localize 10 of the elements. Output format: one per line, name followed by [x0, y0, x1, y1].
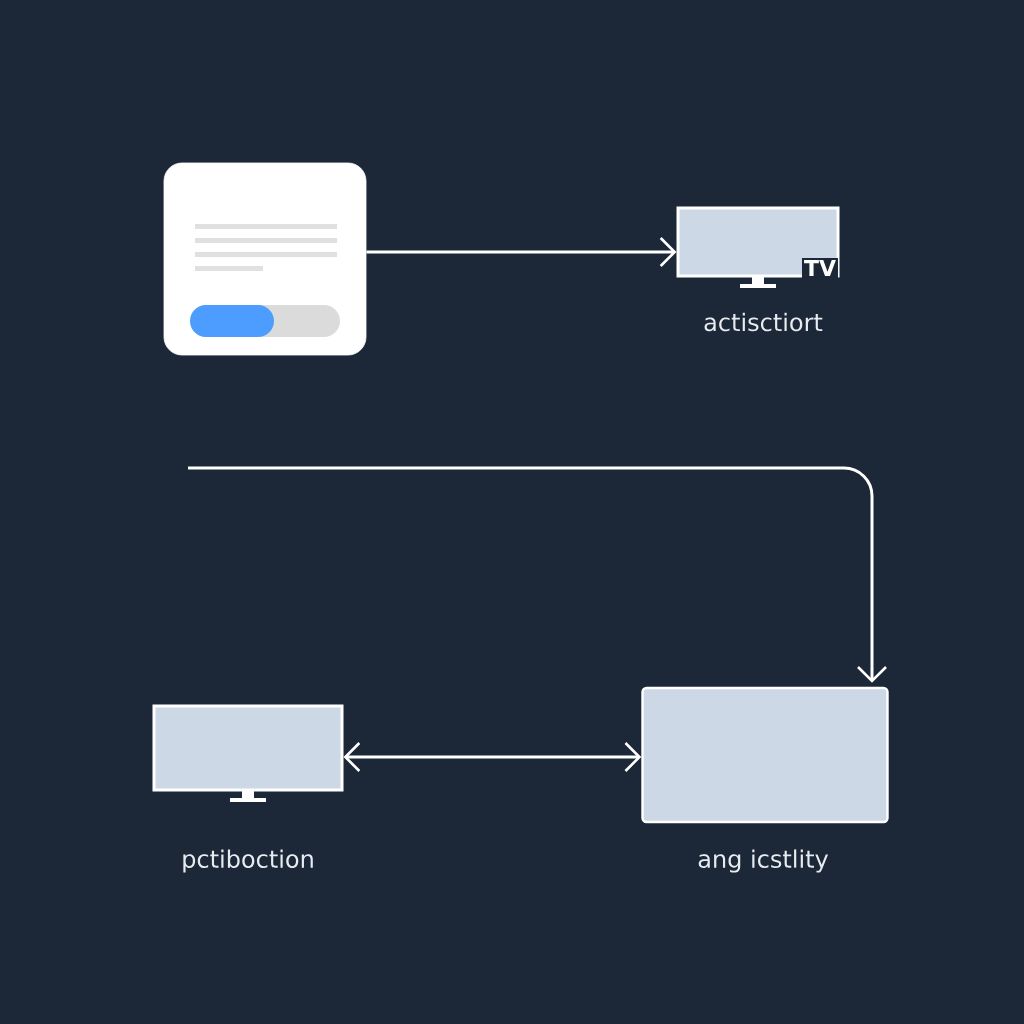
document-card-drawing	[163, 162, 367, 356]
monitor-drawing: TV	[676, 206, 840, 288]
arrow	[343, 742, 642, 772]
arrow	[366, 237, 677, 267]
arrow	[188, 466, 887, 683]
screen-box	[641, 686, 889, 824]
node-caption: ang icstlity	[698, 849, 829, 873]
node-caption: actisctiort	[704, 312, 823, 332]
node-caption: pctiboction	[183, 849, 313, 873]
monitor-drawing	[152, 704, 344, 802]
